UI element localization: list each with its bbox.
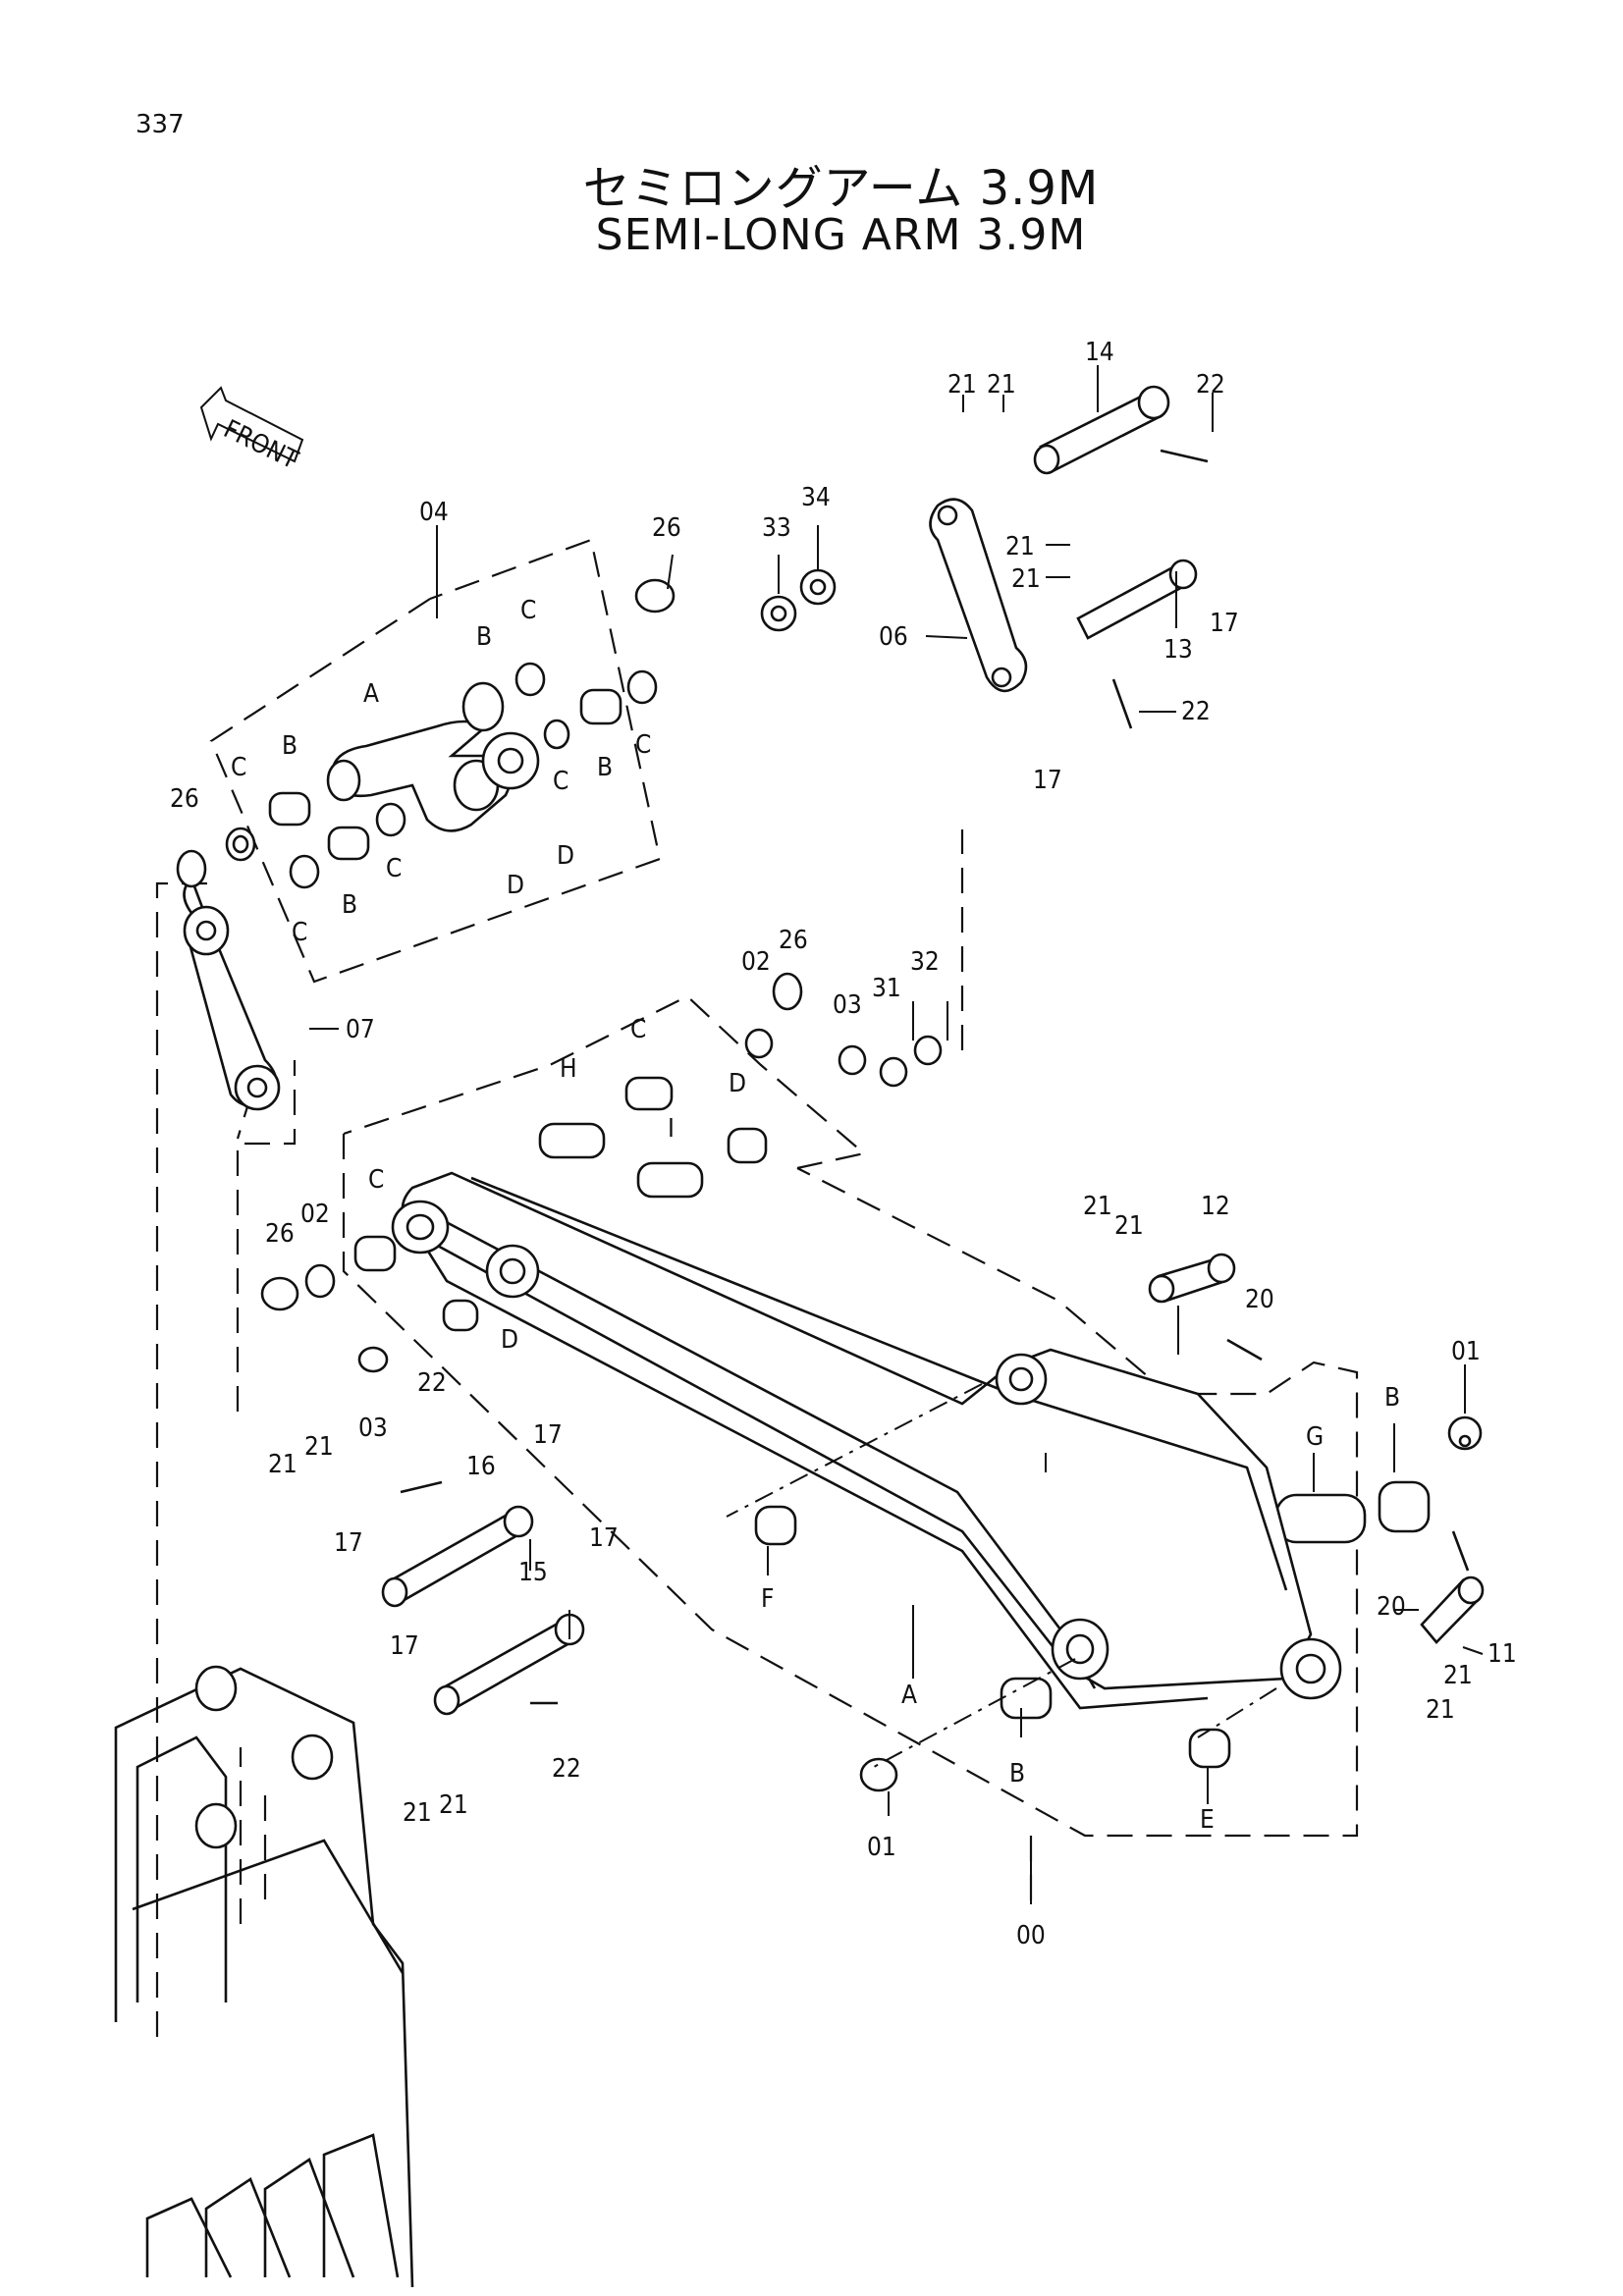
label-14: 14 — [1085, 338, 1114, 367]
label-C: C — [368, 1165, 384, 1195]
link-07 — [183, 876, 281, 1111]
label-C: C — [630, 1015, 646, 1044]
label-B: B — [476, 622, 492, 652]
label-B: B — [1384, 1383, 1400, 1413]
label-21: 21 — [1114, 1211, 1144, 1241]
label-06: 06 — [879, 622, 908, 652]
label-21: 21 — [403, 1798, 432, 1828]
label-13: 13 — [1163, 635, 1193, 665]
label-00: 00 — [1016, 1921, 1046, 1950]
label-B: B — [597, 753, 613, 782]
label-22: 22 — [1196, 370, 1225, 400]
label-D: D — [557, 841, 574, 871]
label-31: 31 — [872, 974, 901, 1003]
label-20: 20 — [1245, 1285, 1274, 1314]
label-33: 33 — [762, 513, 791, 543]
label-21: 21 — [947, 370, 977, 400]
label-F: F — [761, 1584, 774, 1614]
label-12: 12 — [1201, 1192, 1230, 1221]
bucket — [114, 1665, 414, 2288]
label-21: 21 — [987, 370, 1016, 400]
label-26: 26 — [170, 784, 199, 814]
label-C: C — [635, 730, 651, 760]
label-21: 21 — [439, 1790, 468, 1820]
bushings-and-seals — [176, 568, 1483, 1792]
label-17: 17 — [1210, 609, 1239, 638]
label-B: B — [282, 731, 298, 761]
leader-lines — [309, 365, 1484, 1904]
label-17: 17 — [1033, 766, 1062, 795]
label-17: 17 — [390, 1631, 419, 1661]
label-15: 15 — [518, 1558, 548, 1587]
label-H: H — [560, 1054, 577, 1084]
label-A: A — [363, 679, 379, 709]
label-D: D — [729, 1069, 746, 1098]
label-21: 21 — [1005, 532, 1035, 561]
label-17: 17 — [533, 1420, 563, 1450]
label-02: 02 — [300, 1200, 330, 1229]
title-japanese: セミロングアーム 3.9M — [582, 161, 1100, 216]
label-26: 26 — [652, 513, 681, 543]
label-07: 07 — [346, 1015, 375, 1044]
label-D: D — [501, 1325, 518, 1355]
label-03: 03 — [833, 990, 862, 1020]
label-26: 26 — [265, 1219, 295, 1249]
label-34: 34 — [801, 483, 831, 512]
label-01: 01 — [1451, 1337, 1481, 1366]
label-C: C — [292, 918, 307, 947]
label-A: A — [901, 1681, 917, 1710]
label-21: 21 — [1443, 1661, 1473, 1690]
pins — [381, 385, 1485, 1716]
label-B: B — [342, 890, 357, 920]
link-06 — [929, 498, 1028, 693]
label-21: 21 — [1011, 564, 1041, 594]
callout-labels: 14 21 21 22 04 26 33 34 21 21 17 13 06 2… — [170, 338, 1517, 1950]
page-number: 337 — [135, 110, 185, 139]
label-B: B — [1009, 1759, 1025, 1789]
label-C: C — [553, 767, 568, 796]
front-label: FRONT — [219, 414, 303, 475]
label-21: 21 — [268, 1450, 298, 1479]
label-E: E — [1200, 1805, 1215, 1835]
label-17: 17 — [589, 1523, 619, 1553]
label-11: 11 — [1488, 1639, 1517, 1669]
label-03: 03 — [358, 1414, 388, 1443]
label-G: G — [1306, 1422, 1324, 1452]
label-C: C — [231, 753, 246, 782]
label-26: 26 — [779, 926, 808, 955]
label-20: 20 — [1377, 1592, 1406, 1622]
label-22: 22 — [1181, 697, 1211, 726]
label-C: C — [386, 854, 402, 883]
title-english: SEMI-LONG ARM 3.9M — [595, 210, 1087, 260]
label-D: D — [507, 871, 524, 900]
label-21: 21 — [1426, 1695, 1455, 1725]
label-22: 22 — [417, 1368, 447, 1398]
label-32: 32 — [910, 947, 940, 977]
label-C: C — [520, 596, 536, 625]
bucket-link-assembly — [326, 681, 540, 832]
label-01: 01 — [867, 1833, 896, 1862]
label-04: 04 — [419, 498, 449, 527]
label-02: 02 — [741, 947, 771, 977]
label-I: I — [668, 1114, 675, 1144]
label-22: 22 — [552, 1754, 581, 1784]
arm-body — [391, 1171, 1342, 1768]
front-arrow-icon: FRONT — [199, 386, 304, 476]
label-17: 17 — [334, 1528, 363, 1558]
label-16: 16 — [466, 1452, 496, 1481]
label-21: 21 — [1083, 1192, 1112, 1221]
label-21: 21 — [304, 1432, 334, 1462]
